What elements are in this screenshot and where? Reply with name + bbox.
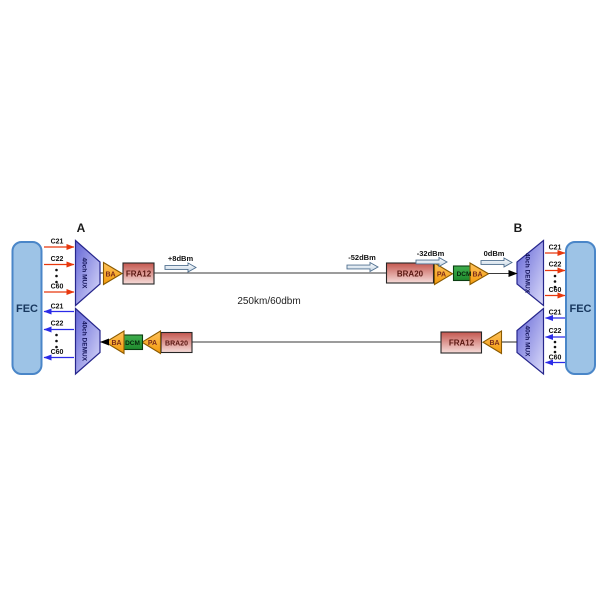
dcm-label: DCM (457, 271, 472, 278)
channel-ellipsis-dot (553, 340, 557, 344)
span-distance-label: 250km/60dbm (237, 296, 300, 307)
ba-amplifier-b-tx (481, 330, 503, 355)
channel-ellipsis-dot (553, 345, 557, 349)
channel-label: C22 (51, 321, 64, 328)
demux-b-label: 40ch DEMUX (524, 253, 531, 294)
ba-label: BA (111, 340, 121, 347)
mux-a-label: 40ch MUX (81, 257, 88, 289)
mux-a-shape (74, 239, 101, 307)
power-arrow-icon (164, 262, 197, 273)
bra20-label: BRA20 (397, 270, 424, 279)
channel-ellipsis-dot (55, 268, 58, 272)
channel-ellipsis-dot (55, 280, 58, 284)
pa-label: PA (148, 340, 157, 347)
channel-ellipsis-dot (553, 285, 557, 289)
channel-group-a-tx: C21 C22 C60 (44, 239, 75, 295)
channel-label: C60 (549, 287, 562, 294)
channel-group-a-rx: C21 C22 C60 (43, 304, 74, 361)
channel-ellipsis-dot (55, 345, 58, 349)
channel-ellipsis-dot (55, 339, 58, 343)
bra20-module-b-rx (385, 262, 435, 284)
channel-label: C21 (549, 245, 562, 252)
power-label-into-demux-b: 0dBm (484, 249, 505, 258)
pa-label: PA (437, 272, 446, 279)
fec-a-label: FEC (16, 303, 38, 315)
mux-b-shape (516, 307, 545, 376)
channel-label: C21 (51, 304, 64, 311)
fec-b-block (565, 241, 596, 375)
fec-a-block (11, 241, 43, 375)
channel-ellipsis-dot (55, 333, 58, 337)
channel-ellipsis-dot (553, 350, 557, 354)
ba-amplifier-b-rx (469, 262, 490, 286)
demux-a-label: 40ch DEMUX (81, 321, 88, 362)
ba-amplifier-a-rx (104, 330, 125, 355)
fra12-label: FRA12 (449, 339, 475, 348)
channel-label: C21 (51, 239, 64, 246)
channel-label: C22 (549, 262, 562, 269)
channel-group-b-tx: C21 C22 C60 (545, 310, 565, 366)
channel-label: C60 (549, 355, 562, 362)
ba-label: BA (472, 272, 482, 279)
ba-label: BA (489, 340, 499, 347)
pa-amplifier-b-rx (433, 262, 454, 286)
node-a-label: A (77, 221, 86, 235)
ba-label: BA (105, 272, 115, 279)
channel-label: C60 (51, 284, 64, 291)
channel-ellipsis-dot (553, 274, 557, 278)
ba-amplifier-a-tx (102, 261, 124, 286)
channel-label: C22 (51, 256, 64, 263)
power-label-span-end: -52dBm (348, 253, 376, 262)
pa-amplifier-a-rx (140, 330, 162, 355)
node-b-label: B (514, 221, 523, 235)
power-arrow-icon (346, 262, 379, 272)
bra20-label: BRA20 (165, 341, 188, 348)
dcm-label: DCM (125, 340, 140, 347)
power-label-after-bra20: -32dBm (417, 249, 445, 258)
channel-group-b-rx: C21 C22 C60 (545, 245, 566, 299)
power-arrow-icon (480, 257, 513, 268)
demux-b-shape (516, 239, 545, 307)
channel-label: C21 (549, 310, 562, 317)
channel-label: C60 (51, 349, 64, 356)
demux-a-shape (74, 307, 101, 376)
channel-ellipsis-dot (55, 274, 58, 278)
fec-b-label: FEC (570, 303, 592, 315)
power-label-tx-a: +8dBm (168, 254, 194, 263)
fra12-label: FRA12 (126, 270, 152, 279)
mux-b-label: 40ch MUX (524, 325, 531, 357)
channel-ellipsis-dot (553, 280, 557, 283)
channel-label: C22 (549, 328, 562, 335)
